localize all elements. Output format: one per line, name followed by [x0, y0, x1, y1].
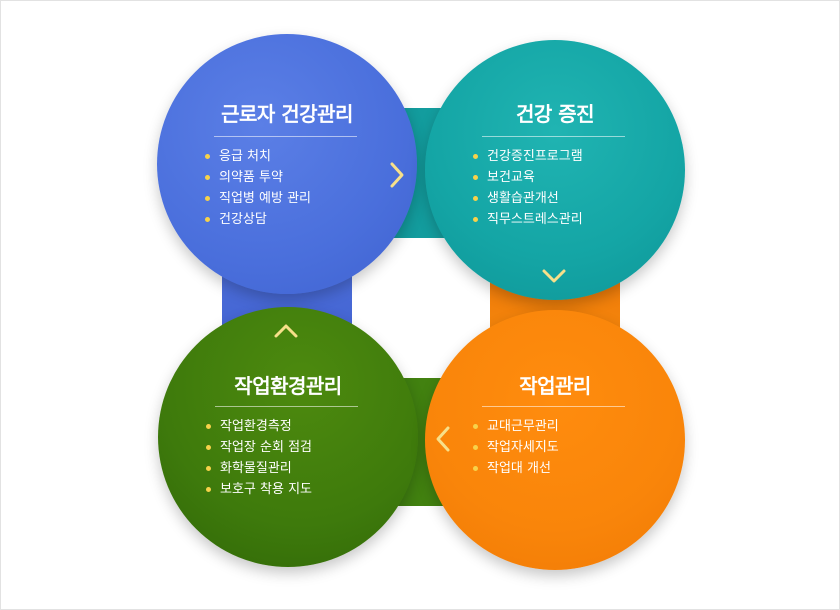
- list-item-label: 작업장 순회 점검: [220, 440, 312, 455]
- list-item: 건강증진프로그램: [473, 146, 583, 167]
- bullet-dot: [473, 196, 478, 201]
- list-item: 직무스트레스관리: [473, 209, 583, 230]
- list-item: 응급 처치: [205, 146, 311, 167]
- chevron-right-icon: [388, 161, 406, 189]
- list-item-label: 교대근무관리: [487, 419, 559, 434]
- list-item: 화학물질관리: [206, 458, 312, 479]
- bullet-dot: [205, 196, 210, 201]
- chevron-up-icon: [273, 323, 299, 339]
- bullet-dot: [205, 217, 210, 222]
- title-divider: [214, 136, 357, 137]
- health-management-title: 근로자 건강관리: [221, 102, 353, 126]
- work-environment-title: 작업환경관리: [234, 374, 342, 398]
- bullet-dot: [205, 175, 210, 180]
- bullet-dot: [473, 424, 478, 429]
- bullet-dot: [473, 154, 478, 159]
- list-item: 보건교육: [473, 167, 583, 188]
- list-item-label: 작업자세지도: [487, 440, 559, 455]
- bullet-dot: [205, 154, 210, 159]
- list-item-label: 직무스트레스관리: [487, 212, 583, 227]
- bullet-dot: [473, 175, 478, 180]
- list-item-label: 의약품 투약: [219, 170, 283, 185]
- list-item-label: 작업대 개선: [487, 461, 551, 476]
- list-item: 작업자세지도: [473, 437, 559, 458]
- work-environment-list: 작업환경측정 작업장 순회 점검 화학물질관리 보호구 착용 지도: [206, 416, 312, 500]
- work-environment-circle: 작업환경관리 작업환경측정 작업장 순회 점검 화학물질관리 보호구 착용 지도: [158, 307, 418, 567]
- health-promotion-list: 건강증진프로그램 보건교육 생활습관개선 직무스트레스관리: [473, 146, 583, 230]
- bullet-dot: [473, 217, 478, 222]
- chevron-left-icon: [434, 425, 452, 453]
- list-item: 작업대 개선: [473, 458, 559, 479]
- list-item: 건강상담: [205, 209, 311, 230]
- list-item: 교대근무관리: [473, 416, 559, 437]
- list-item-label: 직업병 예방 관리: [219, 191, 311, 206]
- list-item-label: 작업환경측정: [220, 419, 292, 434]
- health-promotion-title: 건강 증진: [515, 102, 595, 126]
- list-item: 보호구 착용 지도: [206, 479, 312, 500]
- title-divider: [215, 406, 358, 407]
- bullet-dot: [206, 466, 211, 471]
- title-divider: [482, 406, 625, 407]
- title-divider: [482, 136, 625, 137]
- work-management-title: 작업관리: [519, 374, 591, 398]
- bullet-dot: [473, 445, 478, 450]
- list-item-label: 생활습관개선: [487, 191, 559, 206]
- list-item-label: 건강증진프로그램: [487, 149, 583, 164]
- list-item-label: 건강상담: [219, 212, 267, 227]
- work-management-circle: 작업관리 교대근무관리 작업자세지도 작업대 개선: [425, 310, 685, 570]
- health-management-circle: 근로자 건강관리 응급 처치 의약품 투약 직업병 예방 관리 건강상담: [157, 34, 417, 294]
- list-item: 작업장 순회 점검: [206, 437, 312, 458]
- health-promotion-circle: 건강 증진 건강증진프로그램 보건교육 생활습관개선 직무스트레스관리: [425, 40, 685, 300]
- health-management-list: 응급 처치 의약품 투약 직업병 예방 관리 건강상담: [205, 146, 311, 230]
- list-item-label: 보건교육: [487, 170, 535, 185]
- list-item-label: 화학물질관리: [220, 461, 292, 476]
- list-item-label: 응급 처치: [219, 149, 271, 164]
- bullet-dot: [206, 424, 211, 429]
- chevron-down-icon: [541, 268, 567, 284]
- work-management-list: 교대근무관리 작업자세지도 작업대 개선: [473, 416, 559, 479]
- list-item-label: 보호구 착용 지도: [220, 482, 312, 497]
- list-item: 작업환경측정: [206, 416, 312, 437]
- bullet-dot: [206, 445, 211, 450]
- list-item: 직업병 예방 관리: [205, 188, 311, 209]
- list-item: 의약품 투약: [205, 167, 311, 188]
- bullet-dot: [206, 487, 211, 492]
- list-item: 생활습관개선: [473, 188, 583, 209]
- bullet-dot: [473, 466, 478, 471]
